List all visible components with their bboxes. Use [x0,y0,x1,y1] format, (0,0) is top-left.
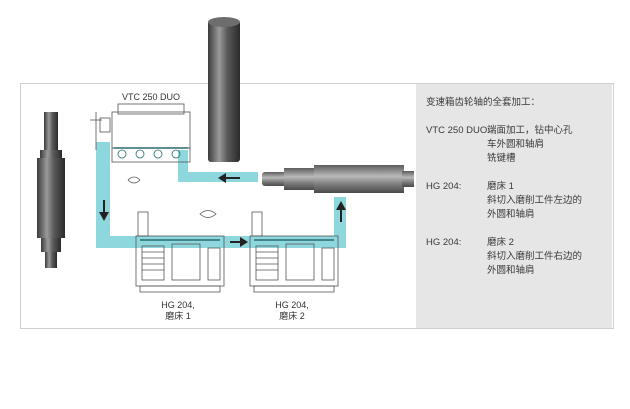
vtc-label: VTC 250 DUO [122,92,181,102]
hg1-line-1: 磨床 1 [487,181,514,192]
grinder-1-name-label: 磨床 1 [165,311,191,321]
arrow-up-icon [336,201,346,222]
hg2-line-3: 外圆和轴肩 [487,265,535,276]
turned-shaft-image [262,165,414,193]
raw-shaft-image [208,17,240,162]
grinder-2-name-label: 磨床 2 [279,311,305,321]
grinder-1-drawing [135,210,225,293]
flow-arrows [99,173,346,247]
vtc-line-3: 铣键槽 [487,153,516,164]
hg1-line-3: 外圆和轴肩 [487,209,535,220]
arrow-right-icon [230,237,248,247]
vtc-line-1: 端面加工，钻中心孔 [487,125,573,136]
hg1-line-2: 斜切入磨削工件左边的 [487,195,583,206]
grinder-2-drawing [249,211,339,293]
grinder-1-model-label: HG 204, [161,300,195,310]
vtc-machine-drawing [90,103,191,184]
arrow-left-icon [218,173,240,183]
finished-shaft-image [37,112,65,268]
hg2-key: HG 204: [426,237,462,248]
hg1-key: HG 204: [426,181,462,192]
arrow-down-icon [99,200,109,221]
info-panel [416,84,612,328]
hg2-line-2: 斜切入磨削工件右边的 [487,251,583,262]
vtc-key: VTC 250 DUO: [426,125,490,136]
grinder-2-model-label: HG 204, [275,300,309,310]
vtc-line-2: 车外圆和轴肩 [487,139,545,150]
info-title: 变速箱齿轮轴的全套加工： [426,97,541,108]
hg2-line-1: 磨床 2 [487,237,514,248]
